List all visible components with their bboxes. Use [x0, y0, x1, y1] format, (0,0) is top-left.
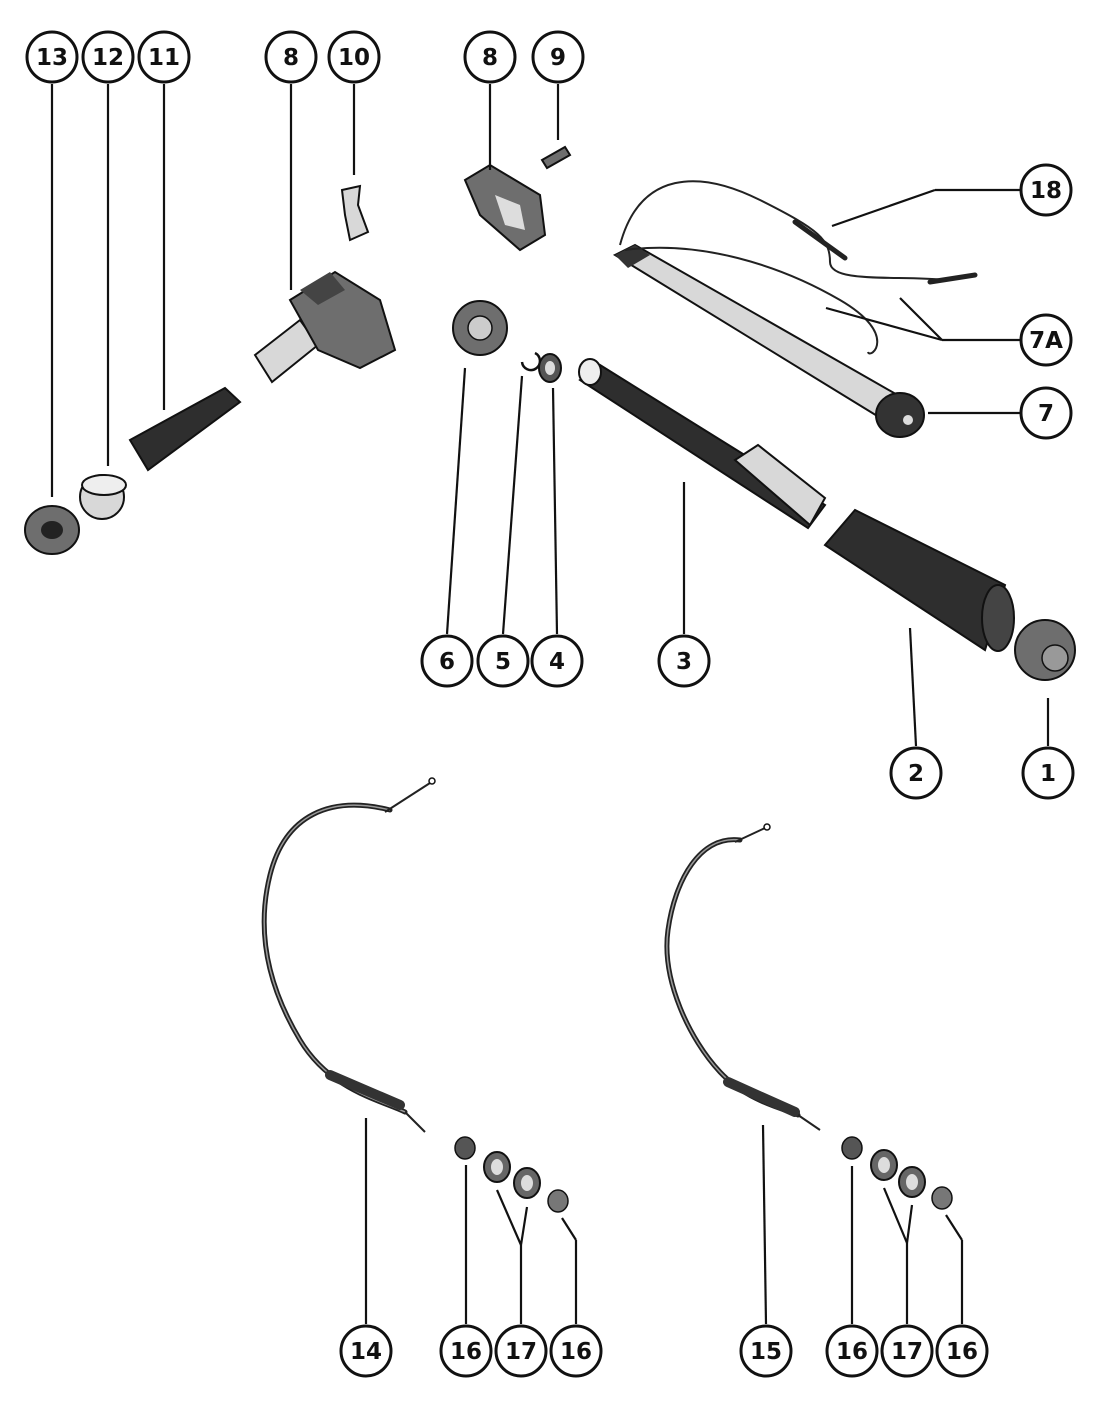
callout-c16d: 16 — [935, 1324, 989, 1378]
callout-c18: 18 — [1019, 163, 1073, 217]
part-8-housing — [253, 270, 397, 384]
part-7a-wires — [619, 180, 978, 355]
callout-label: 8 — [482, 45, 498, 71]
callout-label: 16 — [836, 1339, 868, 1365]
callout-label: 1 — [1040, 761, 1056, 787]
callout-circle — [531, 30, 585, 84]
callout-label: 9 — [550, 45, 566, 71]
callout-c4: 4 — [530, 634, 584, 688]
part-12-bushing — [79, 474, 127, 520]
callout-label: 6 — [439, 649, 455, 675]
part-6-gear — [452, 300, 508, 356]
callout-circle — [327, 30, 381, 84]
callout-circle — [494, 1324, 548, 1378]
part-15-cable — [664, 823, 821, 1131]
callout-c16a: 16 — [439, 1324, 493, 1378]
callout-c6: 6 — [420, 634, 474, 688]
callout-label: 7 — [1038, 401, 1054, 427]
callout-circle — [339, 1324, 393, 1378]
part-1-end-cap — [1014, 619, 1076, 681]
callout-label: 18 — [1030, 178, 1062, 204]
callout-circle — [1019, 386, 1073, 440]
callout-circle — [880, 1324, 934, 1378]
callout-label: 10 — [338, 45, 370, 71]
callout-label: 4 — [549, 649, 565, 675]
callout-c11: 11 — [137, 30, 191, 84]
callout-circle — [1019, 313, 1073, 367]
callout-circle — [25, 30, 79, 84]
callouts: 13 12 11 8 10 8 9 18 7A 7 6 5 4 3 2 1 14 16 17 16 15 16 17 16 — [25, 30, 1075, 1378]
part-14-cable — [261, 777, 436, 1133]
callout-c8b: 8 — [463, 30, 517, 84]
callout-label: 2 — [908, 761, 924, 787]
part-16-17-hardware-left — [454, 1136, 569, 1213]
part-4-washer — [538, 353, 562, 383]
callout-c3: 3 — [657, 634, 711, 688]
callout-c5: 5 — [476, 634, 530, 688]
callout-label: 13 — [36, 45, 68, 71]
callout-circle — [463, 30, 517, 84]
callout-c7a: 7A — [1019, 313, 1073, 367]
part-18-wire-sleeve — [792, 219, 848, 261]
callout-label: 14 — [350, 1339, 382, 1365]
callout-circle — [137, 30, 191, 84]
part-7-handle-tube — [612, 243, 925, 438]
callout-c16c: 16 — [825, 1324, 879, 1378]
callout-label: 17 — [505, 1339, 537, 1365]
callout-c8a: 8 — [264, 30, 318, 84]
callout-circle — [530, 634, 584, 688]
callout-c15: 15 — [739, 1324, 793, 1378]
callout-label: 3 — [676, 649, 692, 675]
part-9-screw — [540, 145, 572, 170]
callout-label: 7A — [1029, 328, 1063, 354]
callout-circle — [420, 634, 474, 688]
callout-circle — [657, 634, 711, 688]
callout-c13: 13 — [25, 30, 79, 84]
callout-circle — [549, 1324, 603, 1378]
callout-label: 15 — [750, 1339, 782, 1365]
callout-label: 11 — [148, 45, 180, 71]
callout-circle — [739, 1324, 793, 1378]
callout-circle — [439, 1324, 493, 1378]
callout-c7: 7 — [1019, 386, 1073, 440]
callout-c12: 12 — [81, 30, 135, 84]
part-2-grip — [823, 508, 1015, 652]
part-8-cap — [463, 163, 547, 252]
callout-circle — [825, 1324, 879, 1378]
callout-label: 17 — [891, 1339, 923, 1365]
callout-circle — [889, 746, 943, 800]
callout-c2: 2 — [889, 746, 943, 800]
callout-label: 8 — [283, 45, 299, 71]
callout-label: 16 — [946, 1339, 978, 1365]
callout-c16b: 16 — [549, 1324, 603, 1378]
part-13-nut — [24, 505, 80, 555]
callout-c10: 10 — [327, 30, 381, 84]
part-5-ring — [520, 351, 542, 372]
callout-label: 5 — [495, 649, 511, 675]
callout-circle — [476, 634, 530, 688]
callout-circle — [81, 30, 135, 84]
callout-label: 16 — [450, 1339, 482, 1365]
part-11-sleeve — [128, 386, 242, 472]
callout-c1: 1 — [1021, 746, 1075, 800]
callout-circle — [1021, 746, 1075, 800]
callout-c17a: 17 — [494, 1324, 548, 1378]
part-16-17-hardware-right — [841, 1136, 953, 1210]
part-3-tube — [578, 358, 827, 530]
part-10-clip — [340, 184, 370, 242]
callout-c9: 9 — [531, 30, 585, 84]
callout-label: 16 — [560, 1339, 592, 1365]
callout-circle — [1019, 163, 1073, 217]
callout-circle — [935, 1324, 989, 1378]
callout-label: 12 — [92, 45, 124, 71]
leader-lines — [50, 84, 1050, 1325]
callout-c17b: 17 — [880, 1324, 934, 1378]
callout-c14: 14 — [339, 1324, 393, 1378]
callout-circle — [264, 30, 318, 84]
